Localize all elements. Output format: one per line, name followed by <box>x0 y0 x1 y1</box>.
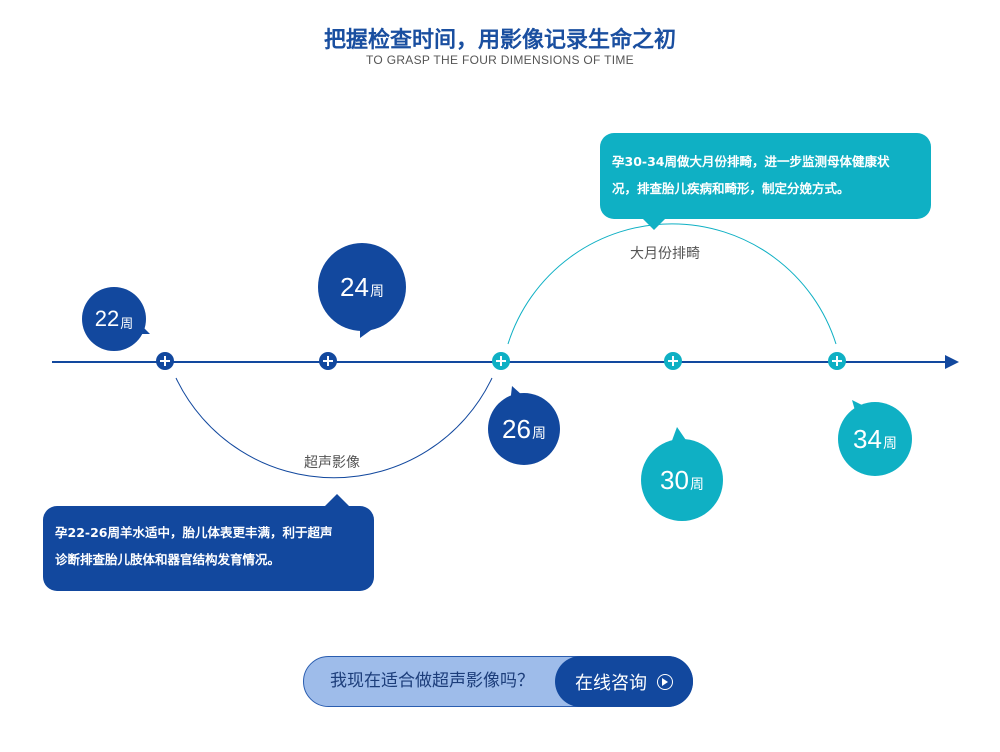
callout-tail-anomaly <box>640 216 668 230</box>
milestone-unit: 周 <box>689 477 704 493</box>
online-consult-button[interactable]: 在线咨询 <box>555 656 693 707</box>
anomaly-callout: 孕30-34周做大月份排畸，进一步监测母体健康状 况，排查胎儿疾病和畸形，制定分… <box>600 133 931 219</box>
ultrasound-callout-line-1: 孕22-26周羊水适中，胎儿体表更丰满，利于超声 <box>55 525 333 540</box>
anomaly-arc-label: 大月份排畸 <box>624 243 706 263</box>
milestone-unit: 周 <box>120 316 134 332</box>
milestone-number: 26 <box>502 413 531 444</box>
anomaly-arc <box>507 223 837 345</box>
milestone-unit: 周 <box>369 284 384 300</box>
consultation-cta: 我现在适合做超声影像吗？ 在线咨询 <box>303 656 693 707</box>
anomaly-callout-line-1: 孕30-34周做大月份排畸，进一步监测母体健康状 <box>612 154 890 169</box>
ultrasound-callout-line-2: 诊断排查胎儿肢体和器官结构发育情况。 <box>55 552 281 567</box>
page-title: 把握检查时间，用影像记录生命之初 <box>323 28 676 53</box>
milestone-unit: 周 <box>882 436 897 452</box>
ultrasound-arc <box>175 377 493 479</box>
arrow-right-circle-icon <box>657 673 673 690</box>
callout-tail-ultrasound <box>325 494 349 506</box>
milestone-number: 34 <box>853 423 882 454</box>
timeline-arrowhead <box>945 355 959 369</box>
cta-question[interactable]: 我现在适合做超声影像吗？ <box>330 671 534 691</box>
milestone-number: 24 <box>340 271 369 302</box>
ultrasound-callout: 孕22-26周羊水适中，胎儿体表更丰满，利于超声 诊断排查胎儿肢体和器官结构发育… <box>43 506 374 591</box>
page-subtitle: TO GRASP THE FOUR DIMENSIONS OF TIME <box>366 53 634 67</box>
anomaly-callout-line-2: 况，排查胎儿疾病和畸形，制定分娩方式。 <box>612 181 850 196</box>
timeline-node-2[interactable] <box>319 352 337 370</box>
milestone-number: 30 <box>660 464 689 495</box>
timeline-node-3[interactable] <box>492 352 510 370</box>
timeline-node-4[interactable] <box>664 352 682 370</box>
milestone-number: 22 <box>94 306 120 331</box>
online-consult-label: 在线咨询 <box>575 672 647 694</box>
ultrasound-arc-label: 超声影像 <box>298 452 366 472</box>
milestone-unit: 周 <box>531 426 546 442</box>
timeline-node-5[interactable] <box>828 352 846 370</box>
timeline-node-1[interactable] <box>156 352 174 370</box>
